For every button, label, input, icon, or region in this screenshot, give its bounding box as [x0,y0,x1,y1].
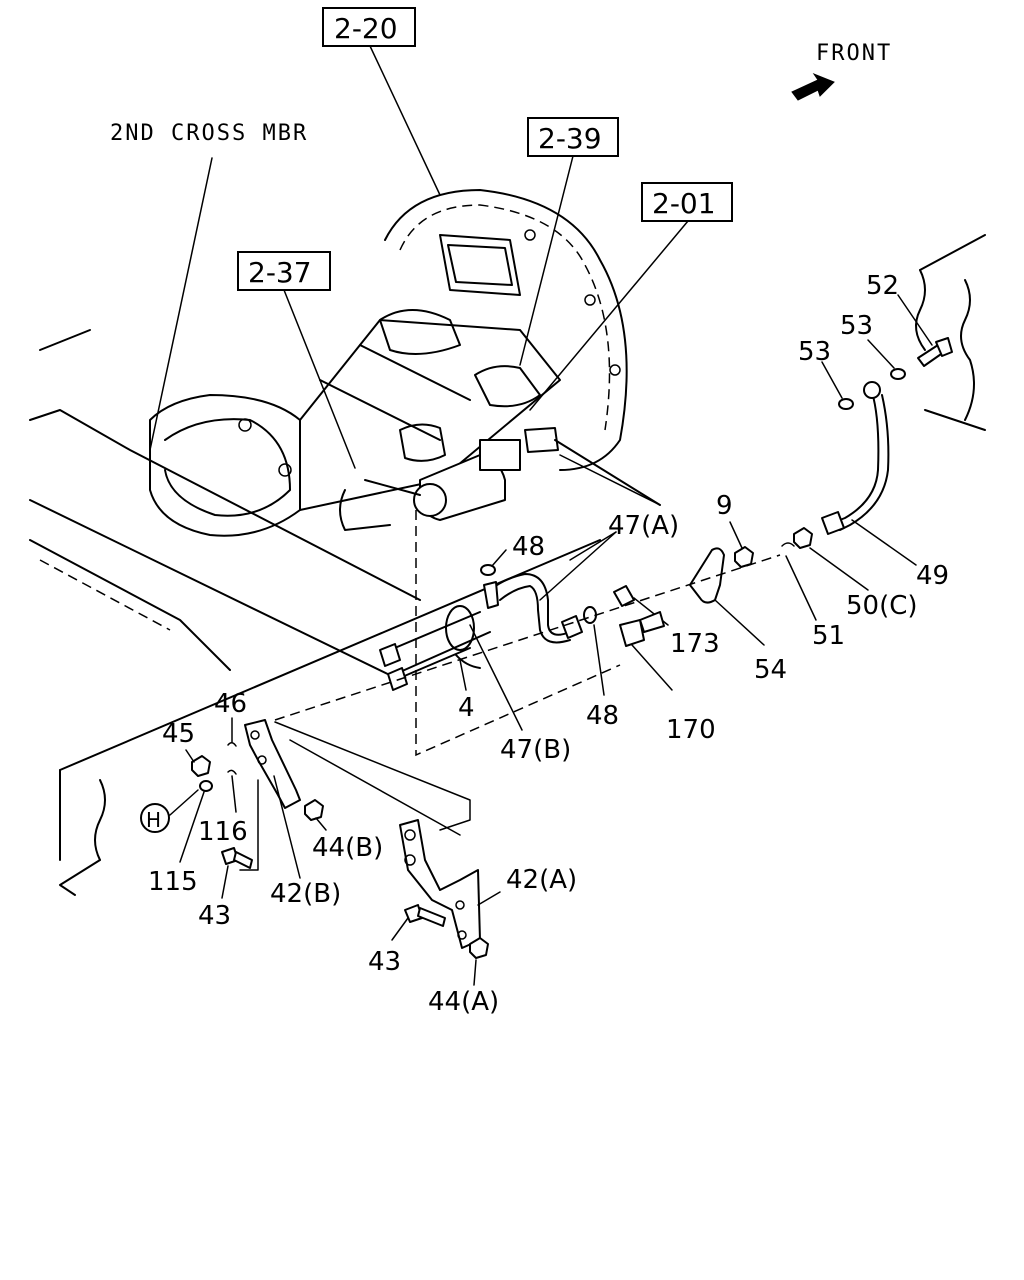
reference-2-01: 2-01 [529,182,733,411]
leader [559,454,661,506]
reference-2-37: 2-37 [237,251,356,469]
part-label-49: 49 [916,561,949,591]
cross-member-leader [149,157,213,451]
part-label-h: H [146,808,161,832]
cross-member-label: 2ND CROSS MBR [110,121,308,146]
bracket-42a [399,819,481,949]
rod-line [274,721,471,831]
reference-label: 2-39 [538,122,602,155]
part-label-44b: 44(B) [312,833,383,863]
part-label-43: 43 [198,901,231,931]
reference-2-20: 2-20 [322,7,441,196]
part-label-47b: 47(B) [500,735,571,765]
reference-label: 2-01 [652,187,716,220]
front-label: FRONT [816,41,892,66]
fitting-170 [619,611,673,691]
part-labels: 52 53 53 9 47(A) 48 49 50(C) 51 54 173 1… [140,271,949,1017]
nut-44b [304,799,324,821]
front-indicator: FRONT [791,41,892,101]
washer-51 [781,542,795,547]
leader-lines [169,294,933,986]
part-label-173: 173 [670,629,720,659]
washer-53-left [838,398,854,410]
part-label-4: 4 [458,693,475,723]
nut-45 [191,755,211,777]
rod-line-2 [289,739,461,836]
washer-46 [227,742,237,747]
part-label-9: 9 [716,491,733,521]
part-label-170: 170 [666,715,716,745]
part-label-52: 52 [866,271,899,301]
reference-2-39: 2-39 [519,117,619,366]
bracket-54 [689,547,725,604]
reference-label: 2-37 [248,256,312,289]
bolt-43-lower [404,904,446,927]
part-label-54: 54 [754,655,787,685]
o-ring-48-upper [480,564,496,576]
part-label-115: 115 [148,867,198,897]
pipe-47a [483,573,583,644]
part-label-53: 53 [840,311,873,341]
front-arrow-icon [791,72,835,101]
circle-h-icon [140,803,170,833]
bolt-43-upper [221,847,253,869]
frame-rail-right [915,234,986,431]
part-label-48: 48 [586,701,619,731]
transmission-assembly [149,189,628,537]
pipe-center-line [274,554,781,721]
nut-50c [793,527,813,549]
bolt-52 [917,337,953,367]
part-label-46: 46 [214,689,247,719]
part-label-48: 48 [512,532,545,562]
part-label-42a: 42(A) [506,865,577,895]
bracket-42b [239,719,301,871]
part-label-51: 51 [812,621,845,651]
part-label-45: 45 [162,719,195,749]
part-label-42b: 42(B) [270,879,341,909]
part-label-50c: 50(C) [846,591,918,621]
nut-44a [469,937,489,959]
part-label-44a: 44(A) [428,987,499,1017]
pipe-47b [379,605,491,691]
part-label-47a: 47(A) [608,511,679,541]
pipe-49 [821,381,890,535]
part-label-43: 43 [368,947,401,977]
shift-cylinder [339,427,661,531]
part-label-53: 53 [798,337,831,367]
washer-115 [199,780,213,792]
washer-116 [227,769,237,775]
part-label-116: 116 [198,817,248,847]
vertical-guide-line [415,510,621,757]
reference-label: 2-20 [334,12,398,45]
washer-53-right [890,368,906,380]
